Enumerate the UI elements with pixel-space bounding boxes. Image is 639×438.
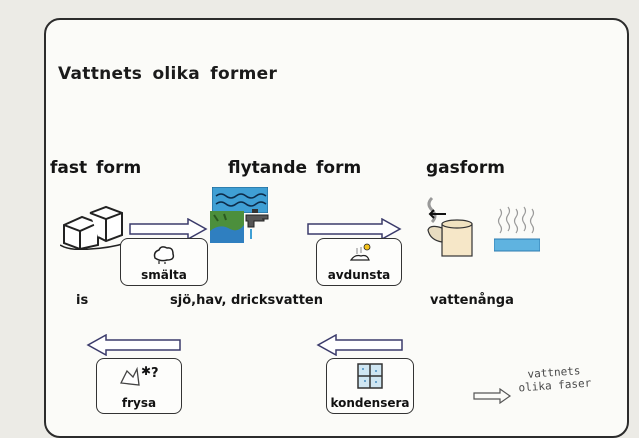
evaporate-icon (347, 242, 373, 264)
window-icon (357, 363, 383, 389)
note-arrow-icon (472, 388, 512, 404)
freeze-card: ✱ ? frysa (96, 358, 182, 414)
evaporate-card: avdunsta (316, 238, 402, 286)
heading-liquid: flytande form (228, 158, 362, 178)
arrow-condense (316, 334, 404, 356)
condense-label: kondensera (330, 396, 410, 410)
example-liquid: sjö,hav, dricksvatten (170, 293, 323, 308)
example-gas: vattenånga (430, 293, 514, 308)
svg-text:✱: ✱ (141, 364, 151, 378)
ice-cubes-icon (60, 205, 128, 250)
page-title: Vattnets olika former (58, 64, 278, 84)
freeze-label: frysa (121, 396, 157, 410)
lake-icon (210, 211, 244, 243)
faucet-icon (244, 209, 270, 243)
condense-card: kondensera (326, 358, 414, 414)
arrow-evaporate (306, 218, 402, 240)
arrow-freeze (86, 334, 182, 356)
example-solid: is (76, 293, 89, 308)
melting-icon (151, 244, 177, 264)
evaporate-label: avdunsta (327, 268, 391, 282)
svg-text:?: ? (151, 366, 159, 381)
handwritten-note: vattnets olika faser (517, 363, 592, 394)
heading-gas: gasform (426, 158, 505, 178)
melt-card: smälta (120, 238, 208, 286)
snowflake-icon: ✱ ? (119, 363, 163, 389)
melt-label: smälta (141, 268, 187, 282)
heading-solid: fast form (50, 158, 142, 178)
water-waves-icon (212, 187, 268, 213)
arrow-melt (128, 218, 208, 240)
kettle-steam-icon (424, 196, 474, 258)
steam-icon (494, 205, 540, 253)
